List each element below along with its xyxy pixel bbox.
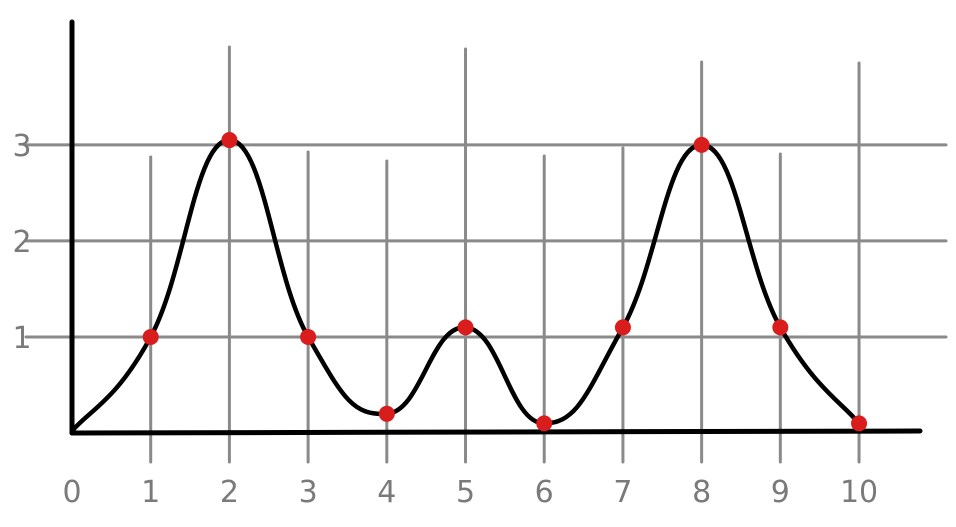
y-tick-label: 3 [12, 129, 31, 164]
x-tick-label: 10 [840, 475, 878, 510]
data-point-2 [221, 132, 238, 149]
x-axis [69, 428, 923, 436]
x-tick-label: 7 [613, 475, 632, 510]
data-point-10 [851, 415, 868, 432]
data-point-8 [693, 136, 710, 153]
tick-layer: 0 1 2 3 4 5 6 7 8 9 10 1 2 3 [12, 129, 878, 510]
data-point-4 [378, 405, 395, 422]
y-tick-label: 2 [12, 225, 31, 260]
x-tick-label: 5 [456, 475, 475, 510]
x-tick-label: 1 [141, 475, 160, 510]
data-point-6 [536, 415, 553, 432]
x-tick-label: 9 [771, 475, 790, 510]
data-point-1 [142, 328, 159, 345]
x-tick-label: 2 [220, 475, 239, 510]
x-tick-label: 3 [299, 475, 318, 510]
data-point-5 [457, 319, 474, 336]
x-tick-label: 4 [377, 475, 396, 510]
data-point-7 [614, 319, 631, 336]
x-tick-label: 6 [535, 475, 554, 510]
point-layer [142, 132, 868, 432]
data-point-9 [772, 319, 789, 336]
axis-layer [69, 19, 923, 436]
x-tick-label: 8 [692, 475, 711, 510]
y-tick-label: 1 [12, 321, 31, 356]
data-point-3 [300, 328, 317, 345]
grid-layer [24, 45, 948, 464]
x-tick-label: 0 [62, 475, 81, 510]
